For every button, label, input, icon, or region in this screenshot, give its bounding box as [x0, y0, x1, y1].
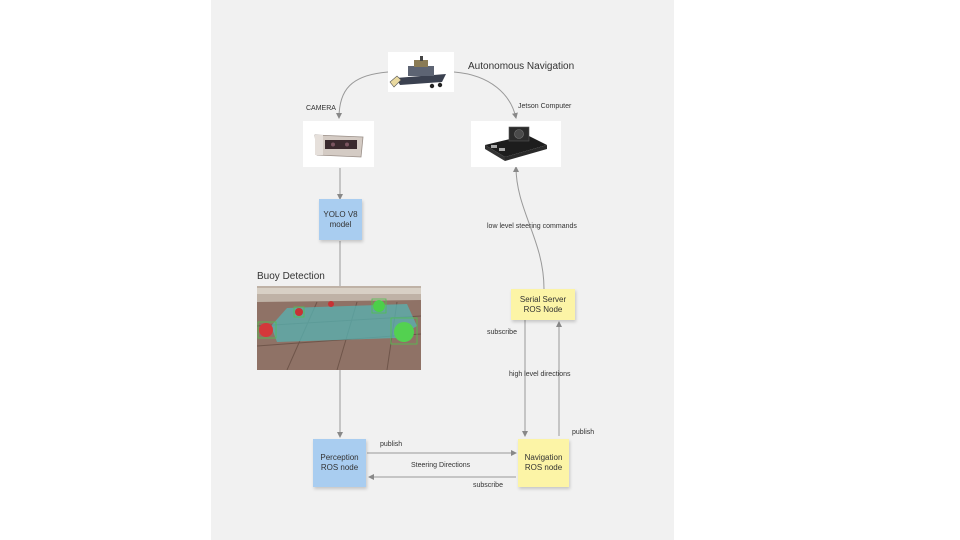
jetson-label: Jetson Computer	[518, 103, 572, 110]
connector-layer	[336, 71, 562, 480]
serial-server-label: Serial Server ROS Node	[519, 294, 567, 314]
robot-boat-icon	[388, 52, 454, 92]
robot-to-jetson-connector	[453, 71, 518, 119]
buoy-detection-photo	[256, 286, 422, 371]
diagram-canvas: Autonomous Navigation CAMERA Jetson Comp…	[211, 0, 674, 540]
publish-label-perception: publish	[380, 441, 403, 448]
steering-directions-label: Steering Directions	[411, 462, 471, 469]
serial-to-jetson-connector	[513, 166, 545, 290]
jetson-image	[471, 121, 561, 167]
camera-image	[303, 121, 374, 167]
buoy-detection-title: Buoy Detection	[257, 271, 325, 282]
yolo-model-label: YOLO V8 model	[323, 209, 358, 229]
robot-boat-image	[388, 52, 454, 92]
publish-label-navigation: publish	[572, 429, 595, 436]
jetson-computer-icon	[485, 126, 547, 161]
camera-label: CAMERA	[306, 105, 336, 112]
buoy-detection-image	[256, 286, 422, 371]
yolo-model-node: YOLO V8 model	[319, 199, 362, 240]
subscribe-label-perception: subscribe	[473, 482, 503, 489]
high-level-directions-label: high level directions	[509, 371, 571, 378]
serial-server-node: Serial Server ROS Node	[511, 289, 575, 320]
robot-to-camera-connector	[336, 71, 389, 119]
low-level-steering-label: low level steering commands	[487, 223, 577, 230]
navigation-node: Navigation ROS node	[518, 439, 569, 487]
perception-label: Perception ROS node	[320, 453, 359, 472]
perception-node: Perception ROS node	[313, 439, 366, 487]
subscribe-label-serial: subscribe	[487, 329, 517, 336]
navigation-label: Navigation ROS node	[524, 453, 563, 472]
camera-icon	[314, 134, 364, 158]
diagram-title: Autonomous Navigation	[468, 61, 575, 72]
